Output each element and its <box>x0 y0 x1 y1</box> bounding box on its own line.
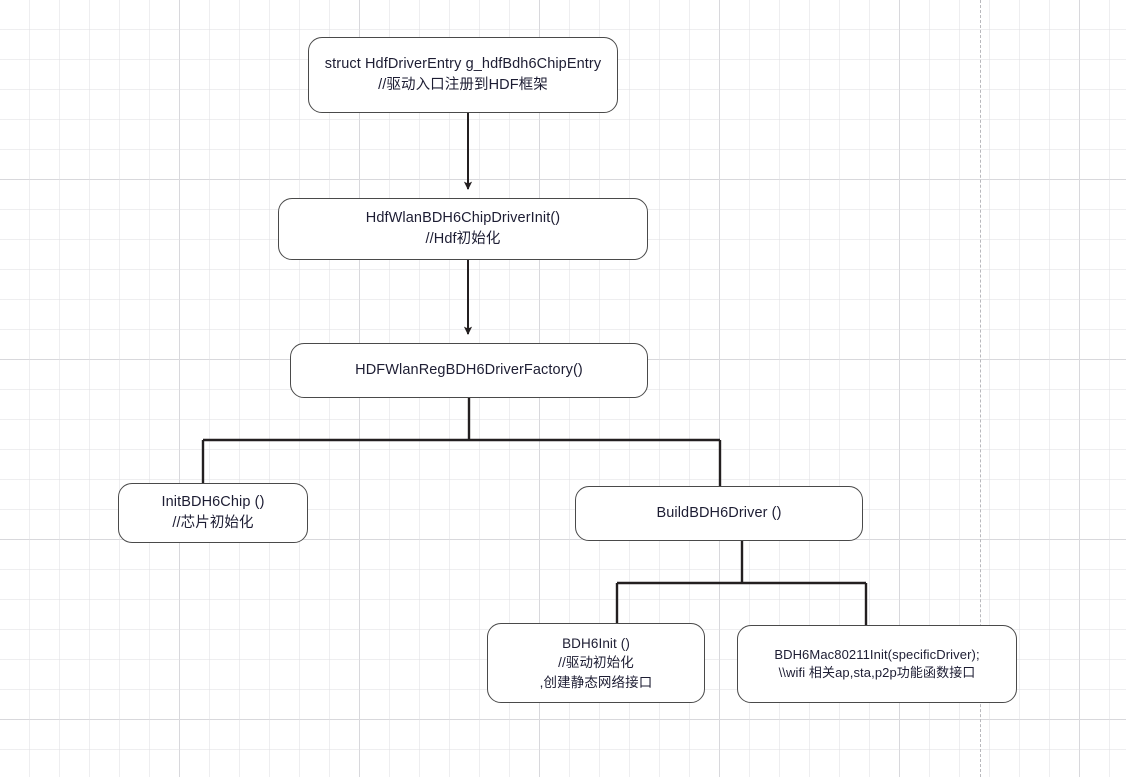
node-init-bdh6-chip[interactable]: InitBDH6Chip () //芯片初始化 <box>118 483 308 543</box>
node-hdfwlan-reg-bdh6-driverfactory[interactable]: HDFWlanRegBDH6DriverFactory() <box>290 343 648 398</box>
node-hdfwlan-bdh6-chipdriverinit[interactable]: HdfWlanBDH6ChipDriverInit() //Hdf初始化 <box>278 198 648 260</box>
edge-builddriver-split <box>615 541 868 626</box>
node-bdh6-mac80211-init[interactable]: BDH6Mac80211Init(specificDriver); \\wifi… <box>737 625 1017 703</box>
node-line: ,创建静态网络接口 <box>539 674 653 690</box>
node-line: InitBDH6Chip () <box>161 494 265 511</box>
node-line: //驱动初始化 <box>558 655 634 671</box>
node-line: struct HdfDriverEntry g_hdfBdh6ChipEntry <box>324 56 602 73</box>
node-line: BuildBDH6Driver () <box>656 505 782 522</box>
node-line: //驱动入口注册到HDF框架 <box>378 77 548 93</box>
node-line: //芯片初始化 <box>172 515 254 531</box>
node-line: //Hdf初始化 <box>425 231 501 247</box>
node-line: BDH6Init () <box>562 636 630 652</box>
edge-factory-split <box>201 398 722 487</box>
node-line: BDH6Mac80211Init(specificDriver); <box>774 646 980 662</box>
node-bdh6-init[interactable]: BDH6Init () //驱动初始化 ,创建静态网络接口 <box>487 623 705 703</box>
node-build-bdh6-driver[interactable]: BuildBDH6Driver () <box>575 486 863 541</box>
node-line: HDFWlanRegBDH6DriverFactory() <box>355 362 583 379</box>
node-line: \\wifi 相关ap,sta,p2p功能函数接口 <box>778 665 976 680</box>
page-break-guide <box>980 0 981 777</box>
node-line: HdfWlanBDH6ChipDriverInit() <box>365 210 561 227</box>
node-hdf-driver-entry[interactable]: struct HdfDriverEntry g_hdfBdh6ChipEntry… <box>308 37 618 113</box>
